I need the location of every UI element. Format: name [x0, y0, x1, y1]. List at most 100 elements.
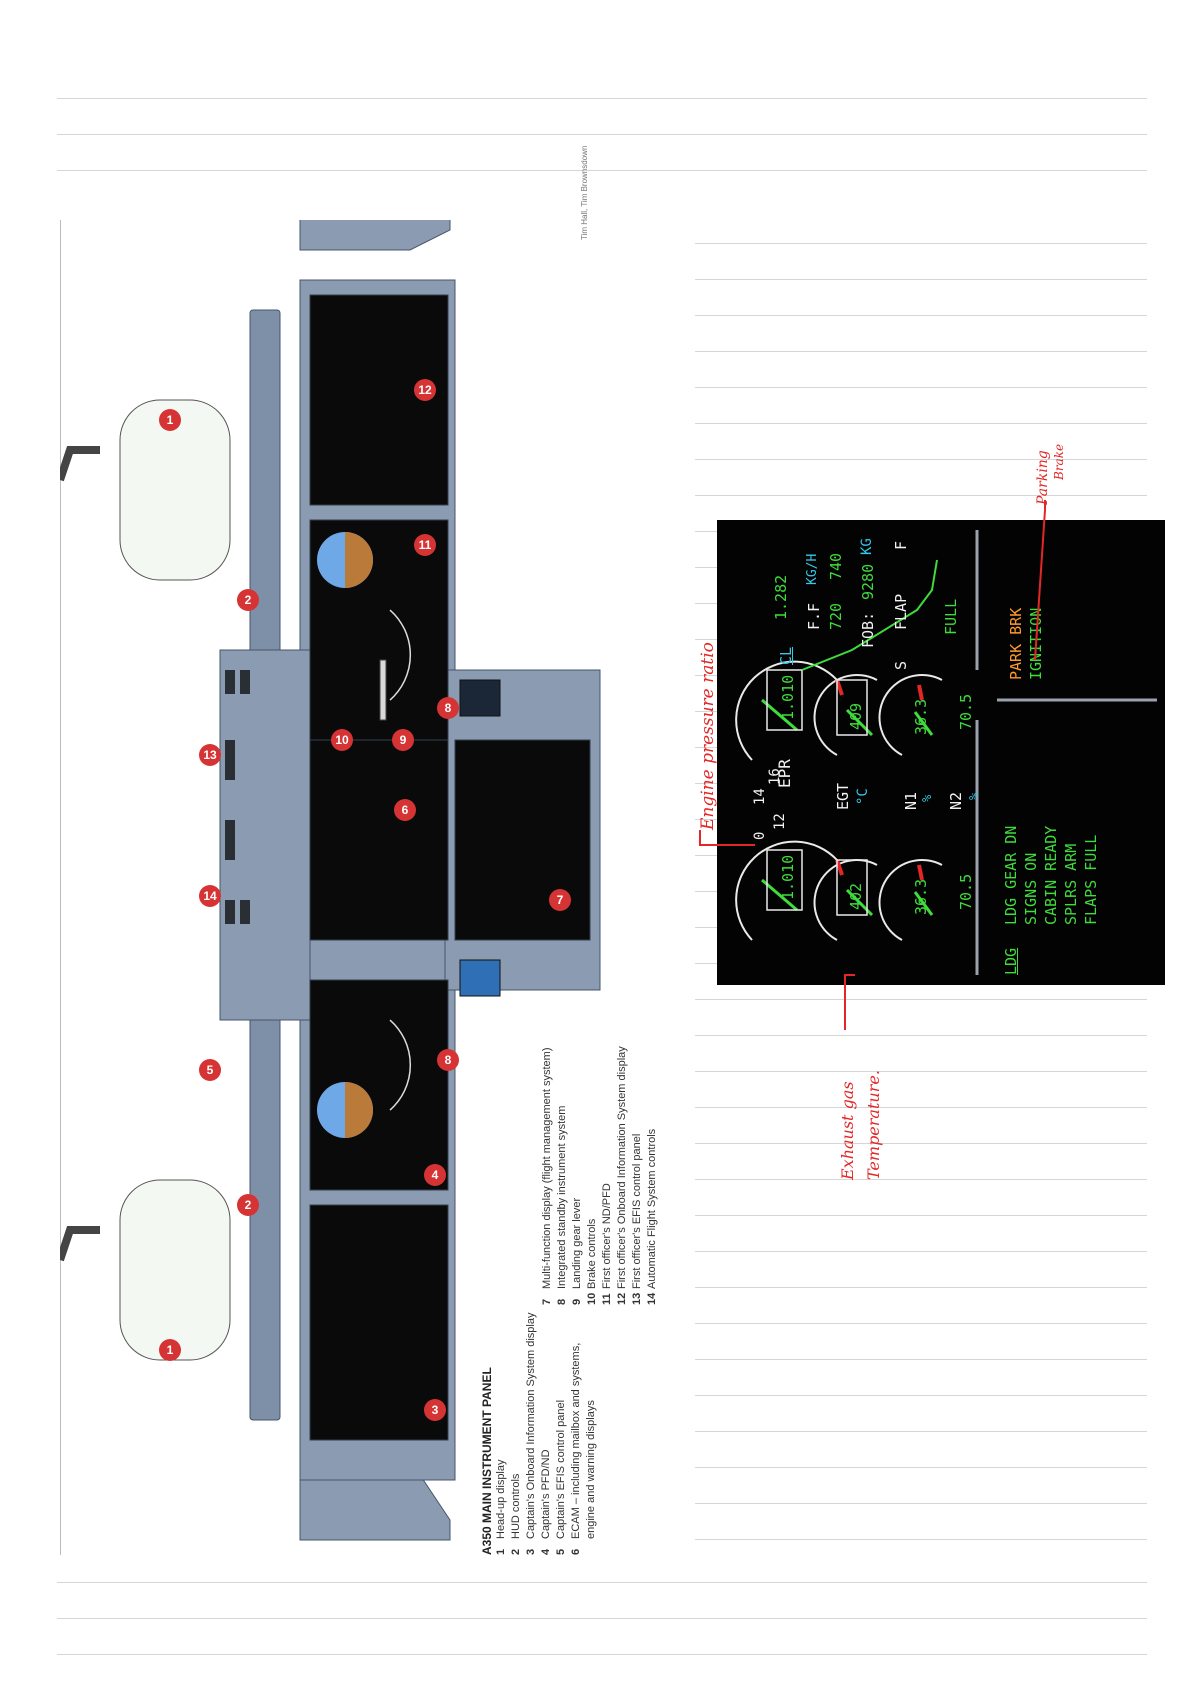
callout-2-fo — [237, 589, 259, 611]
park-brk-memo: PARK BRK — [1007, 607, 1025, 680]
legend-text: ECAM – including mailbox and systems, — [570, 1342, 582, 1539]
legend-text: First officer's ND/PFD — [601, 1183, 613, 1289]
svg-text:3: 3 — [432, 1403, 439, 1417]
legend-text: Captain's EFIS control panel — [555, 1399, 567, 1539]
svg-text:11: 11 — [419, 538, 432, 552]
ruled-line — [57, 1582, 1147, 1583]
ruled-line — [695, 423, 1147, 424]
a350-panel-figure: Tim Hall, Tim Brownsdown — [60, 146, 670, 1556]
ruled-line — [695, 1539, 1147, 1540]
legend-number: 14 — [646, 1292, 658, 1305]
ff-label: F.F — [805, 602, 823, 630]
ruled-line — [695, 495, 1147, 496]
capt-ois-screen — [309, 1204, 449, 1441]
callout-8-top — [437, 697, 459, 719]
ruled-line — [695, 1215, 1147, 1216]
callout-14 — [199, 885, 221, 907]
callout-1-capt — [159, 1339, 181, 1361]
ruled-line — [695, 1251, 1147, 1252]
cl-label: CL — [777, 646, 795, 665]
annotation-egt-line1: Exhaust gas — [838, 1081, 857, 1180]
ff-left-value: 720 — [827, 602, 845, 630]
legend-number: 2 — [510, 1548, 522, 1555]
panel-title: A350 MAIN INSTRUMENT PANEL — [480, 1367, 494, 1555]
legend-row: 2 HUD controls — [509, 1313, 524, 1555]
ruled-line — [695, 1503, 1147, 1504]
callout-7 — [549, 889, 571, 911]
epr-limit-value: 1.282 — [772, 574, 790, 620]
legend-text: HUD controls — [510, 1473, 522, 1539]
svg-text:7: 7 — [557, 893, 564, 907]
callout-4 — [424, 1164, 446, 1186]
svg-text:5: 5 — [207, 1063, 214, 1077]
egt-label: EGT — [834, 782, 852, 810]
legend-number: 12 — [616, 1292, 628, 1305]
callout-6 — [394, 799, 416, 821]
callout-5 — [199, 1059, 221, 1081]
legend-row: 4Captain's PFD/ND — [539, 1313, 554, 1555]
svg-text:13: 13 — [203, 748, 217, 762]
legend-number: 9 — [571, 1298, 583, 1305]
legend-text: Captain's PFD/ND — [540, 1449, 552, 1539]
legend-number: 13 — [631, 1292, 643, 1305]
n2-right-value: 70.5 — [957, 693, 975, 730]
svg-text:6: 6 — [402, 803, 409, 817]
ruled-line — [695, 1431, 1147, 1432]
legend-text: Brake controls — [586, 1218, 598, 1289]
legend-row: 11First officer's ND/PFD — [600, 1046, 615, 1305]
ruled-line — [695, 1071, 1147, 1072]
legend-text: Landing gear lever — [571, 1197, 583, 1289]
legend-text: Integrated standby instrument system — [556, 1105, 568, 1289]
ruled-line — [695, 459, 1147, 460]
legend-row: 13First officer's EFIS control panel — [630, 1046, 645, 1305]
epr-scale-0: 0 — [752, 831, 768, 840]
legend-row: 8Integrated standby instrument system — [555, 1046, 570, 1305]
legend-row: 1Head-up display — [494, 1313, 509, 1556]
egt-unit: °C — [855, 788, 871, 805]
legend-row: 9 Landing gear lever — [570, 1046, 585, 1305]
ruled-line — [57, 1654, 1147, 1655]
fob-value: 9280 — [859, 563, 877, 600]
legend-text: Captain's Onboard Information System dis… — [525, 1312, 537, 1540]
ruled-line — [695, 999, 1147, 1000]
ruled-line — [695, 1107, 1147, 1108]
flap-s-label: S — [892, 660, 910, 670]
legend-row: 7Multi-function display (flight manageme… — [540, 1046, 555, 1305]
legend-text: First officer's Onboard Information Syst… — [616, 1046, 628, 1289]
callout-10 — [331, 729, 353, 751]
legend-row: 5 Captain's EFIS control panel — [554, 1313, 569, 1555]
ruled-line — [695, 1359, 1147, 1360]
hud-capt — [119, 1179, 231, 1361]
svg-text:8: 8 — [445, 701, 452, 715]
memo-title: LDG — [1002, 947, 1020, 975]
hud-fo — [119, 399, 231, 581]
ignition-memo: IGNITION — [1027, 607, 1045, 680]
svg-text:4: 4 — [432, 1168, 439, 1182]
n1-left-value: 36.3 — [912, 878, 930, 915]
ruled-line — [695, 387, 1147, 388]
legend-row: engine and warning displays — [584, 1313, 599, 1556]
flap-setting: FULL — [942, 598, 960, 635]
n2-left-value: 70.5 — [957, 873, 975, 910]
n1-label: N1 — [902, 791, 920, 810]
svg-text:10: 10 — [335, 733, 349, 747]
legend-number: 7 — [541, 1298, 553, 1305]
callout-9 — [392, 729, 414, 751]
fob-unit: KG — [859, 538, 875, 555]
callouts-layer: 1 1 2 2 3 4 5 6 7 8 8 9 10 11 12 13 14 — [159, 379, 571, 1421]
ff-right-value: 740 — [827, 552, 845, 580]
svg-text:9: 9 — [400, 733, 407, 747]
memo-item: FLAPS FULL — [1082, 834, 1100, 925]
svg-text:1: 1 — [167, 1343, 174, 1357]
legend-number: 3 — [525, 1548, 537, 1555]
legend-number: 5 — [555, 1548, 567, 1555]
n1-unit: % — [920, 794, 934, 802]
panel-legend: A350 MAIN INSTRUMENT PANEL 1Head-up disp… — [480, 1313, 599, 1556]
memo-item: CABIN READY — [1042, 825, 1060, 925]
callout-11 — [414, 534, 436, 556]
ruled-line — [695, 351, 1147, 352]
ff-unit: KG/H — [805, 553, 820, 585]
ruled-line — [695, 1395, 1147, 1396]
legend-text: Head-up display — [495, 1459, 507, 1540]
